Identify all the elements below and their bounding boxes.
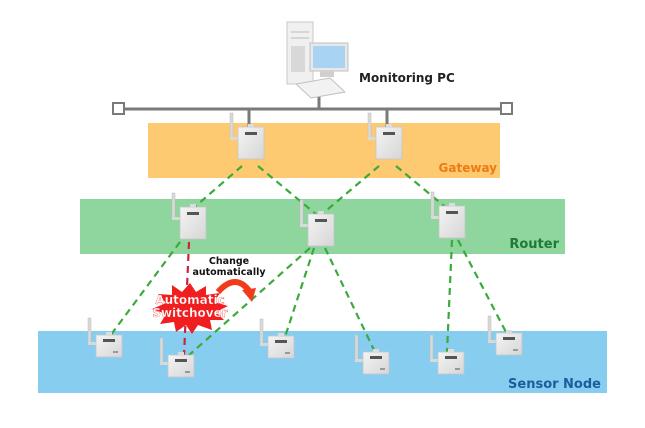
burst-icon <box>152 283 228 334</box>
switchover-annotation: Change automatically Automatic Switchove… <box>152 256 266 334</box>
wireless-link-r1-s1 <box>109 241 181 337</box>
arrowhead-icon <box>242 288 256 302</box>
wireless-link-gw1-r2 <box>257 165 318 216</box>
computer-icon <box>286 21 349 99</box>
burst-text-line1: Automatic <box>155 293 224 307</box>
ethernet-bus <box>112 95 513 128</box>
bus-terminator-right <box>500 102 513 115</box>
links <box>109 165 508 357</box>
monitoring-pc-label: Monitoring PC <box>359 71 455 85</box>
gateway-band <box>148 123 500 178</box>
wireless-link-r2-s3 <box>283 247 316 338</box>
change-text-line2: automatically <box>192 267 266 278</box>
wireless-link-r3-s6 <box>457 239 508 335</box>
wireless-link-r3-s5 <box>445 239 454 353</box>
wireless-link-r2-s4 <box>324 247 376 353</box>
bus-terminator-left <box>112 102 125 115</box>
sensor-node-label: Sensor Node <box>508 377 601 392</box>
router-label: Router <box>509 237 559 252</box>
wireless-link-gw2-r2 <box>320 165 380 216</box>
burst-text-line2: Switchover <box>152 306 227 320</box>
wireless-link-r2-s2 <box>187 247 311 357</box>
gateway-label: Gateway <box>439 161 498 175</box>
change-text-line1: Change <box>209 256 249 267</box>
curved-arrow-icon <box>215 279 253 295</box>
monitoring-pc: Monitoring PC <box>286 21 455 99</box>
